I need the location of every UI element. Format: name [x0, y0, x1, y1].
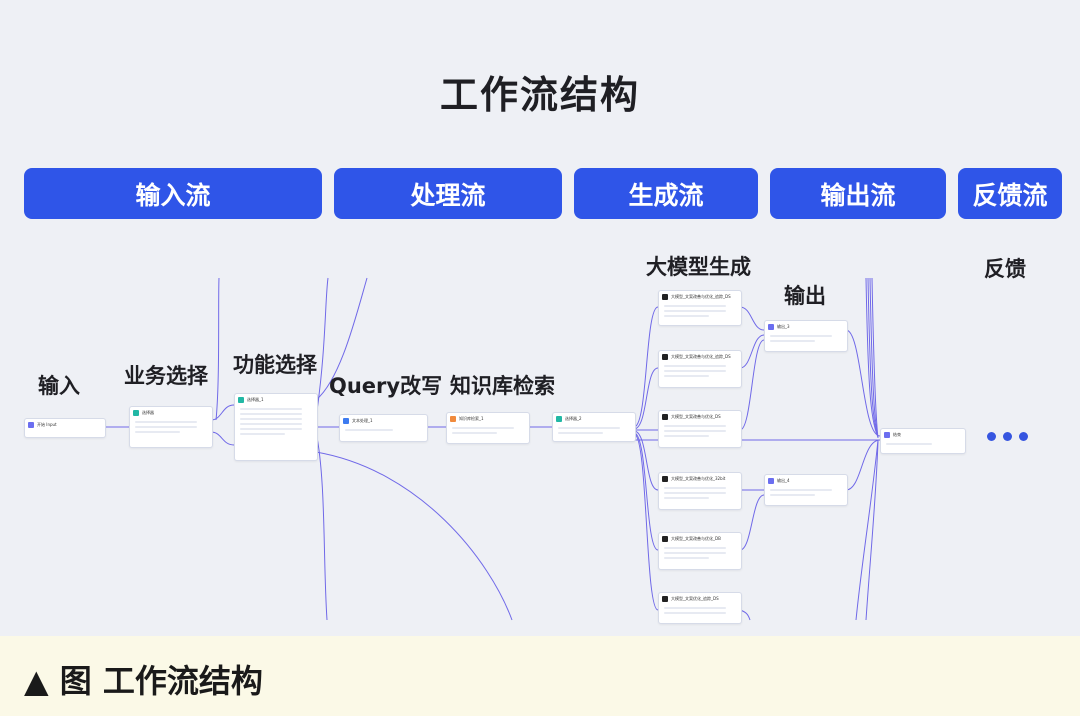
function-selector-node[interactable]: 选择器_1 — [234, 393, 318, 461]
llm-icon — [662, 595, 668, 602]
label-kb-retrieval: 知识库检索 — [450, 374, 555, 398]
page-title: 工作流结构 — [439, 73, 640, 117]
llm-icon — [662, 353, 668, 360]
knowledge-base-icon — [450, 415, 456, 422]
end-node[interactable]: 结束 — [880, 428, 966, 454]
business-selector-node[interactable]: 选择器 — [129, 406, 213, 448]
figure-caption-bar: ▲ 图 工作流结构 — [0, 636, 1080, 716]
end-icon — [884, 431, 890, 438]
llm-icon — [662, 293, 668, 300]
label-input: 输入 — [38, 374, 80, 398]
label-business-select: 业务选择 — [124, 364, 208, 388]
llm-node-3[interactable]: 大模型_文案改善与优化_DS — [658, 410, 742, 448]
output-icon — [768, 477, 774, 484]
llm-icon — [662, 413, 668, 420]
label-output: 输出 — [784, 284, 826, 308]
start-icon — [28, 421, 34, 428]
kb-retrieval-node[interactable]: 知识库检索_1 — [446, 412, 530, 444]
label-function-select: 功能选择 — [233, 353, 317, 377]
llm-node-6[interactable]: 大模型_文案优化_追踪_DS — [658, 592, 742, 624]
stage-feedback-flow[interactable]: 反馈流 — [958, 168, 1062, 219]
text-process-icon — [343, 417, 349, 424]
output-icon — [768, 323, 774, 330]
label-llm-generate: 大模型生成 — [646, 255, 751, 279]
label-query-rewrite: Query改写 — [329, 374, 443, 398]
selector-icon — [238, 396, 244, 403]
start-node[interactable]: 开始 Input — [24, 418, 106, 438]
selector-icon — [556, 415, 562, 422]
output-node-4[interactable]: 输出_4 — [764, 474, 848, 506]
merge-selector-node[interactable]: 选择器_2 — [552, 412, 636, 442]
llm-node-2[interactable]: 大模型_文案改善与优化_追踪_DS — [658, 350, 742, 388]
query-rewrite-node[interactable]: 文本处理_1 — [339, 414, 428, 442]
stage-output-flow[interactable]: 输出流 — [770, 168, 946, 219]
label-feedback: 反馈 — [984, 257, 1026, 281]
stage-generate-flow[interactable]: 生成流 — [574, 168, 758, 219]
llm-icon — [662, 475, 668, 482]
more-icon — [987, 432, 1028, 441]
llm-node-1[interactable]: 大模型_文案改善与优化_追踪_DS — [658, 290, 742, 326]
stage-input-flow[interactable]: 输入流 — [24, 168, 322, 219]
llm-node-5[interactable]: 大模型_文案改善与优化_DB — [658, 532, 742, 570]
output-node-3[interactable]: 输出_3 — [764, 320, 848, 352]
llm-node-4[interactable]: 大模型_文案改善与优化_32bit — [658, 472, 742, 510]
llm-icon — [662, 535, 668, 542]
selector-icon — [133, 409, 139, 416]
figure-caption: ▲ 图 工作流结构 — [24, 662, 263, 700]
stage-process-flow[interactable]: 处理流 — [334, 168, 562, 219]
